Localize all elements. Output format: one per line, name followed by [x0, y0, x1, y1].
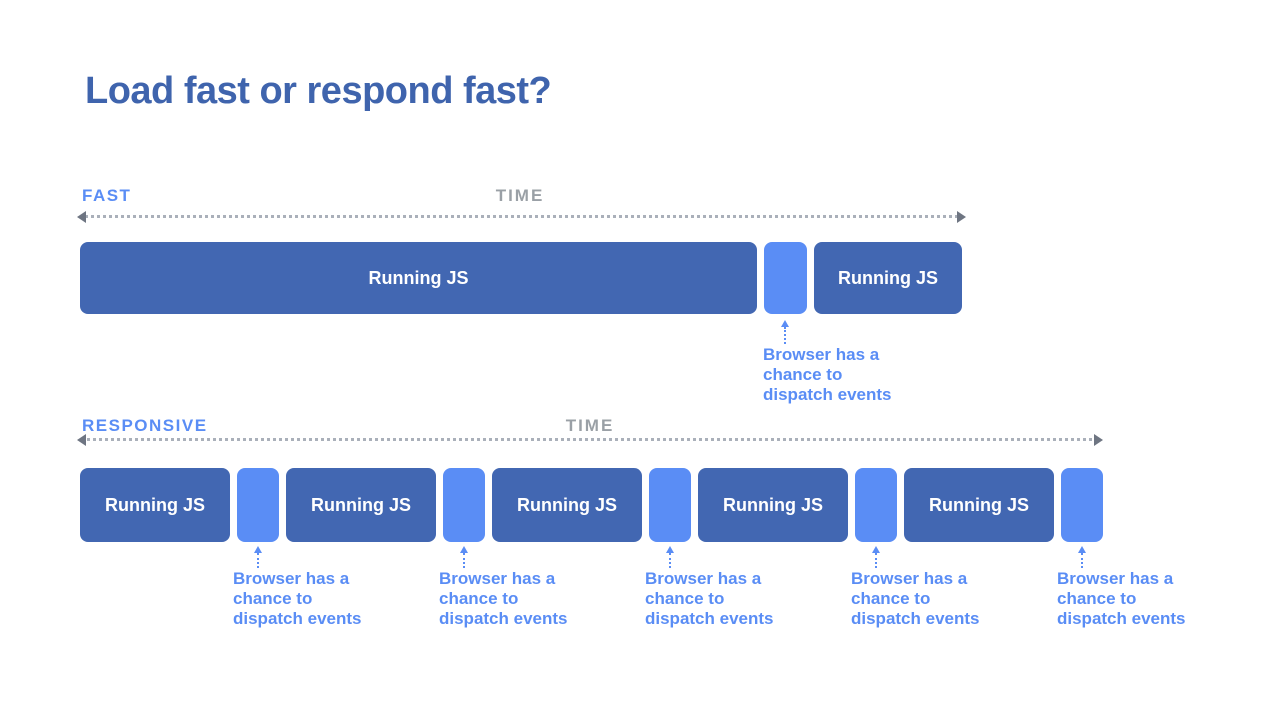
annotation-line: dispatch events [439, 609, 568, 628]
annotation-line: Browser has a [233, 569, 350, 588]
annotation-line: Browser has a [763, 345, 880, 364]
annotation-line: chance to [233, 589, 313, 608]
annotation-line: dispatch events [763, 385, 892, 404]
running-js-block: Running JS [814, 242, 962, 314]
annotation-line: dispatch events [233, 609, 362, 628]
annotation-line: chance to [851, 589, 931, 608]
fast-section-label: FAST [82, 186, 132, 205]
annotation-line: Browser has a [1057, 569, 1174, 588]
fast-timeline-bars: Running JS Running JS [80, 242, 962, 314]
idle-gap-block [237, 468, 279, 542]
annotation-line: Browser has a [439, 569, 556, 588]
arrow-up-icon [460, 546, 468, 553]
arrow-up-tail [1081, 553, 1083, 568]
page-title: Load fast or respond fast? [85, 70, 552, 112]
idle-gap-block [443, 468, 485, 542]
running-js-block: Running JS [904, 468, 1054, 542]
arrow-left-icon [77, 211, 86, 223]
idle-gap-block [649, 468, 691, 542]
idle-gap-block [855, 468, 897, 542]
annotation-line: Browser has a [645, 569, 762, 588]
responsive-section-label: RESPONSIVE [82, 416, 208, 435]
arrow-up-tail [463, 553, 465, 568]
arrow-right-icon [957, 211, 966, 223]
running-js-block: Running JS [80, 468, 230, 542]
annotation-line: chance to [763, 365, 843, 384]
annotation-line: dispatch events [1057, 609, 1186, 628]
running-js-block: Running JS [698, 468, 848, 542]
responsive-timeline-bars: Running JS Running JS Running JS Running… [80, 468, 1103, 542]
responsive-time-axis-label: TIME [565, 416, 615, 435]
annotation-text: Browser has a chance to dispatch events [763, 345, 923, 405]
arrow-up-icon [254, 546, 262, 553]
arrow-right-icon [1094, 434, 1103, 446]
annotation-text: Browser has a chance to dispatch events [233, 569, 393, 629]
arrow-up-icon [781, 320, 789, 327]
annotation-line: chance to [1057, 589, 1137, 608]
idle-gap-block [1061, 468, 1103, 542]
running-js-block: Running JS [80, 242, 757, 314]
arrow-up-tail [257, 553, 259, 568]
idle-gap-block [764, 242, 807, 314]
arrow-up-tail [875, 553, 877, 568]
responsive-time-axis [77, 434, 1103, 446]
arrow-left-icon [77, 434, 86, 446]
annotation-text: Browser has a chance to dispatch events [851, 569, 1011, 629]
arrow-up-icon [872, 546, 880, 553]
annotation-text: Browser has a chance to dispatch events [439, 569, 599, 629]
arrow-up-tail [669, 553, 671, 568]
arrow-up-icon [666, 546, 674, 553]
annotation-line: Browser has a [851, 569, 968, 588]
fast-time-axis [77, 211, 966, 223]
arrow-up-icon [1078, 546, 1086, 553]
annotation-text: Browser has a chance to dispatch events [645, 569, 805, 629]
annotation-line: chance to [645, 589, 725, 608]
annotation-line: chance to [439, 589, 519, 608]
arrow-up-tail [784, 327, 786, 344]
annotation-text: Browser has a chance to dispatch events [1057, 569, 1217, 629]
running-js-block: Running JS [492, 468, 642, 542]
annotation-line: dispatch events [645, 609, 774, 628]
fast-time-axis-label: TIME [495, 186, 545, 205]
running-js-block: Running JS [286, 468, 436, 542]
annotation-line: dispatch events [851, 609, 980, 628]
